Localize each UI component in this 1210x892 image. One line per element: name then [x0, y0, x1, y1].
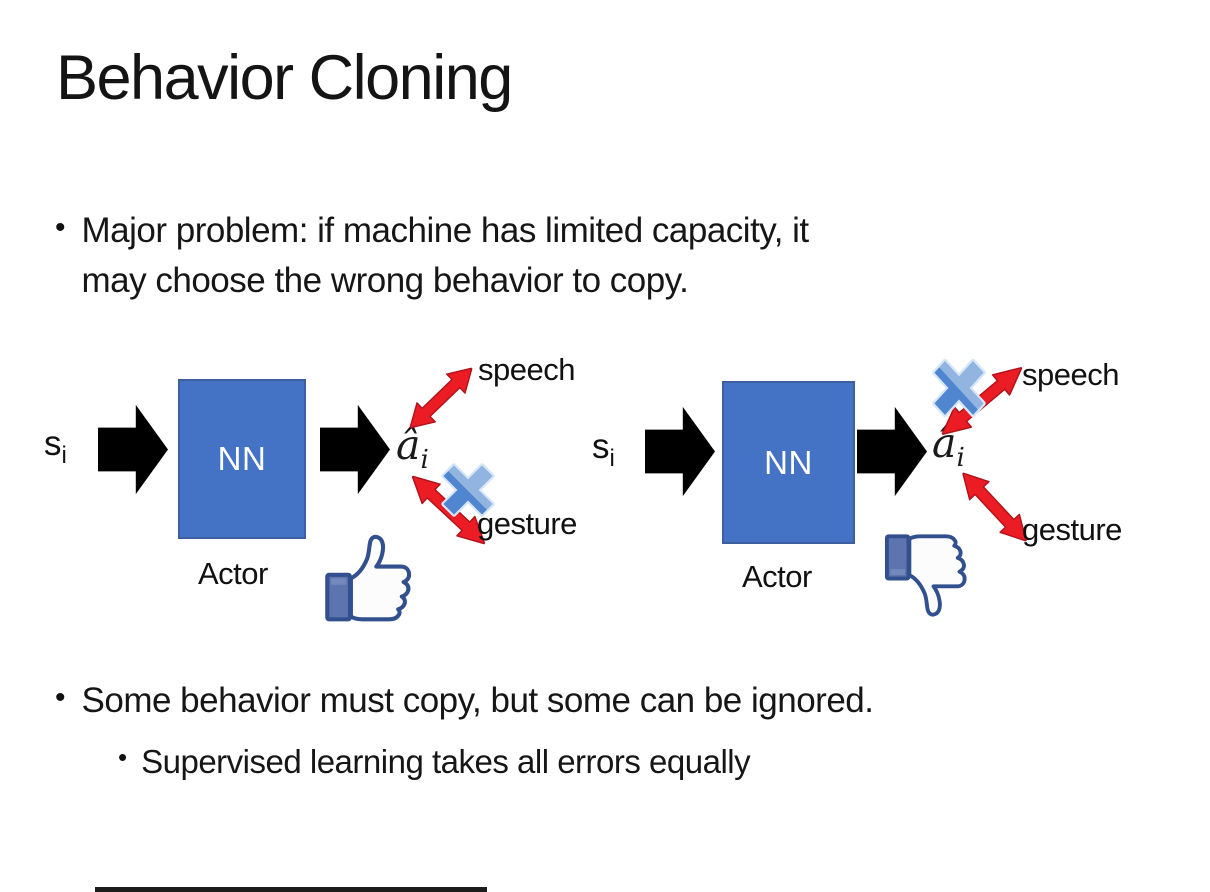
left-input-label: si: [44, 424, 67, 469]
right-nn-label: NN: [764, 443, 813, 481]
left-input-arrow-icon: [98, 402, 168, 497]
page-title: Behavior Cloning: [56, 43, 513, 113]
bullet-major-problem: • Major problem: if machine has limited …: [55, 206, 809, 307]
right-actor-label: Actor: [742, 559, 812, 594]
right-gesture-label: gesture: [1022, 512, 1122, 547]
left-actor-label: Actor: [198, 556, 268, 591]
bullet-glyph: •: [55, 211, 66, 244]
right-input-arrow-icon: [645, 404, 715, 499]
left-gesture-label: gesture: [477, 506, 577, 541]
left-speech-arrow-icon: [399, 357, 483, 440]
left-cross-out-icon: [437, 459, 499, 521]
bullet-line-1: Major problem: if machine has limited ca…: [81, 211, 810, 250]
left-output-arrow-icon: [320, 402, 390, 497]
cutoff-content-bottom: [95, 887, 487, 892]
left-nn-box: NN: [178, 379, 306, 539]
bullet-glyph: •: [55, 681, 66, 714]
bullet-some-behavior: • Some behavior must copy, but some can …: [55, 676, 874, 726]
left-speech-label: speech: [478, 352, 575, 387]
right-input-label: si: [592, 427, 615, 472]
bullet-some-behavior-text: Some behavior must copy, but some can be…: [81, 681, 874, 720]
right-cross-out-icon: [928, 354, 990, 422]
thumbs-down-icon: [880, 531, 975, 621]
right-speech-label: speech: [1022, 357, 1119, 392]
left-nn-label: NN: [217, 440, 267, 477]
sub-bullet-supervised-text: Supervised learning takes all errors equ…: [141, 743, 751, 780]
bullet-glyph: •: [118, 742, 128, 772]
bullet-major-problem-text: Major problem: if machine has limited ca…: [81, 206, 810, 307]
bullet-line-2: may choose the wrong behavior to copy.: [81, 261, 689, 301]
right-output-arrow-icon: [857, 404, 927, 499]
sub-bullet-supervised: • Supervised learning takes all errors e…: [118, 738, 751, 786]
right-gesture-arrow-icon: [951, 462, 1038, 552]
left-output-label: âi: [396, 421, 429, 476]
thumbs-up-icon: [320, 530, 420, 625]
right-nn-box: NN: [722, 381, 855, 544]
